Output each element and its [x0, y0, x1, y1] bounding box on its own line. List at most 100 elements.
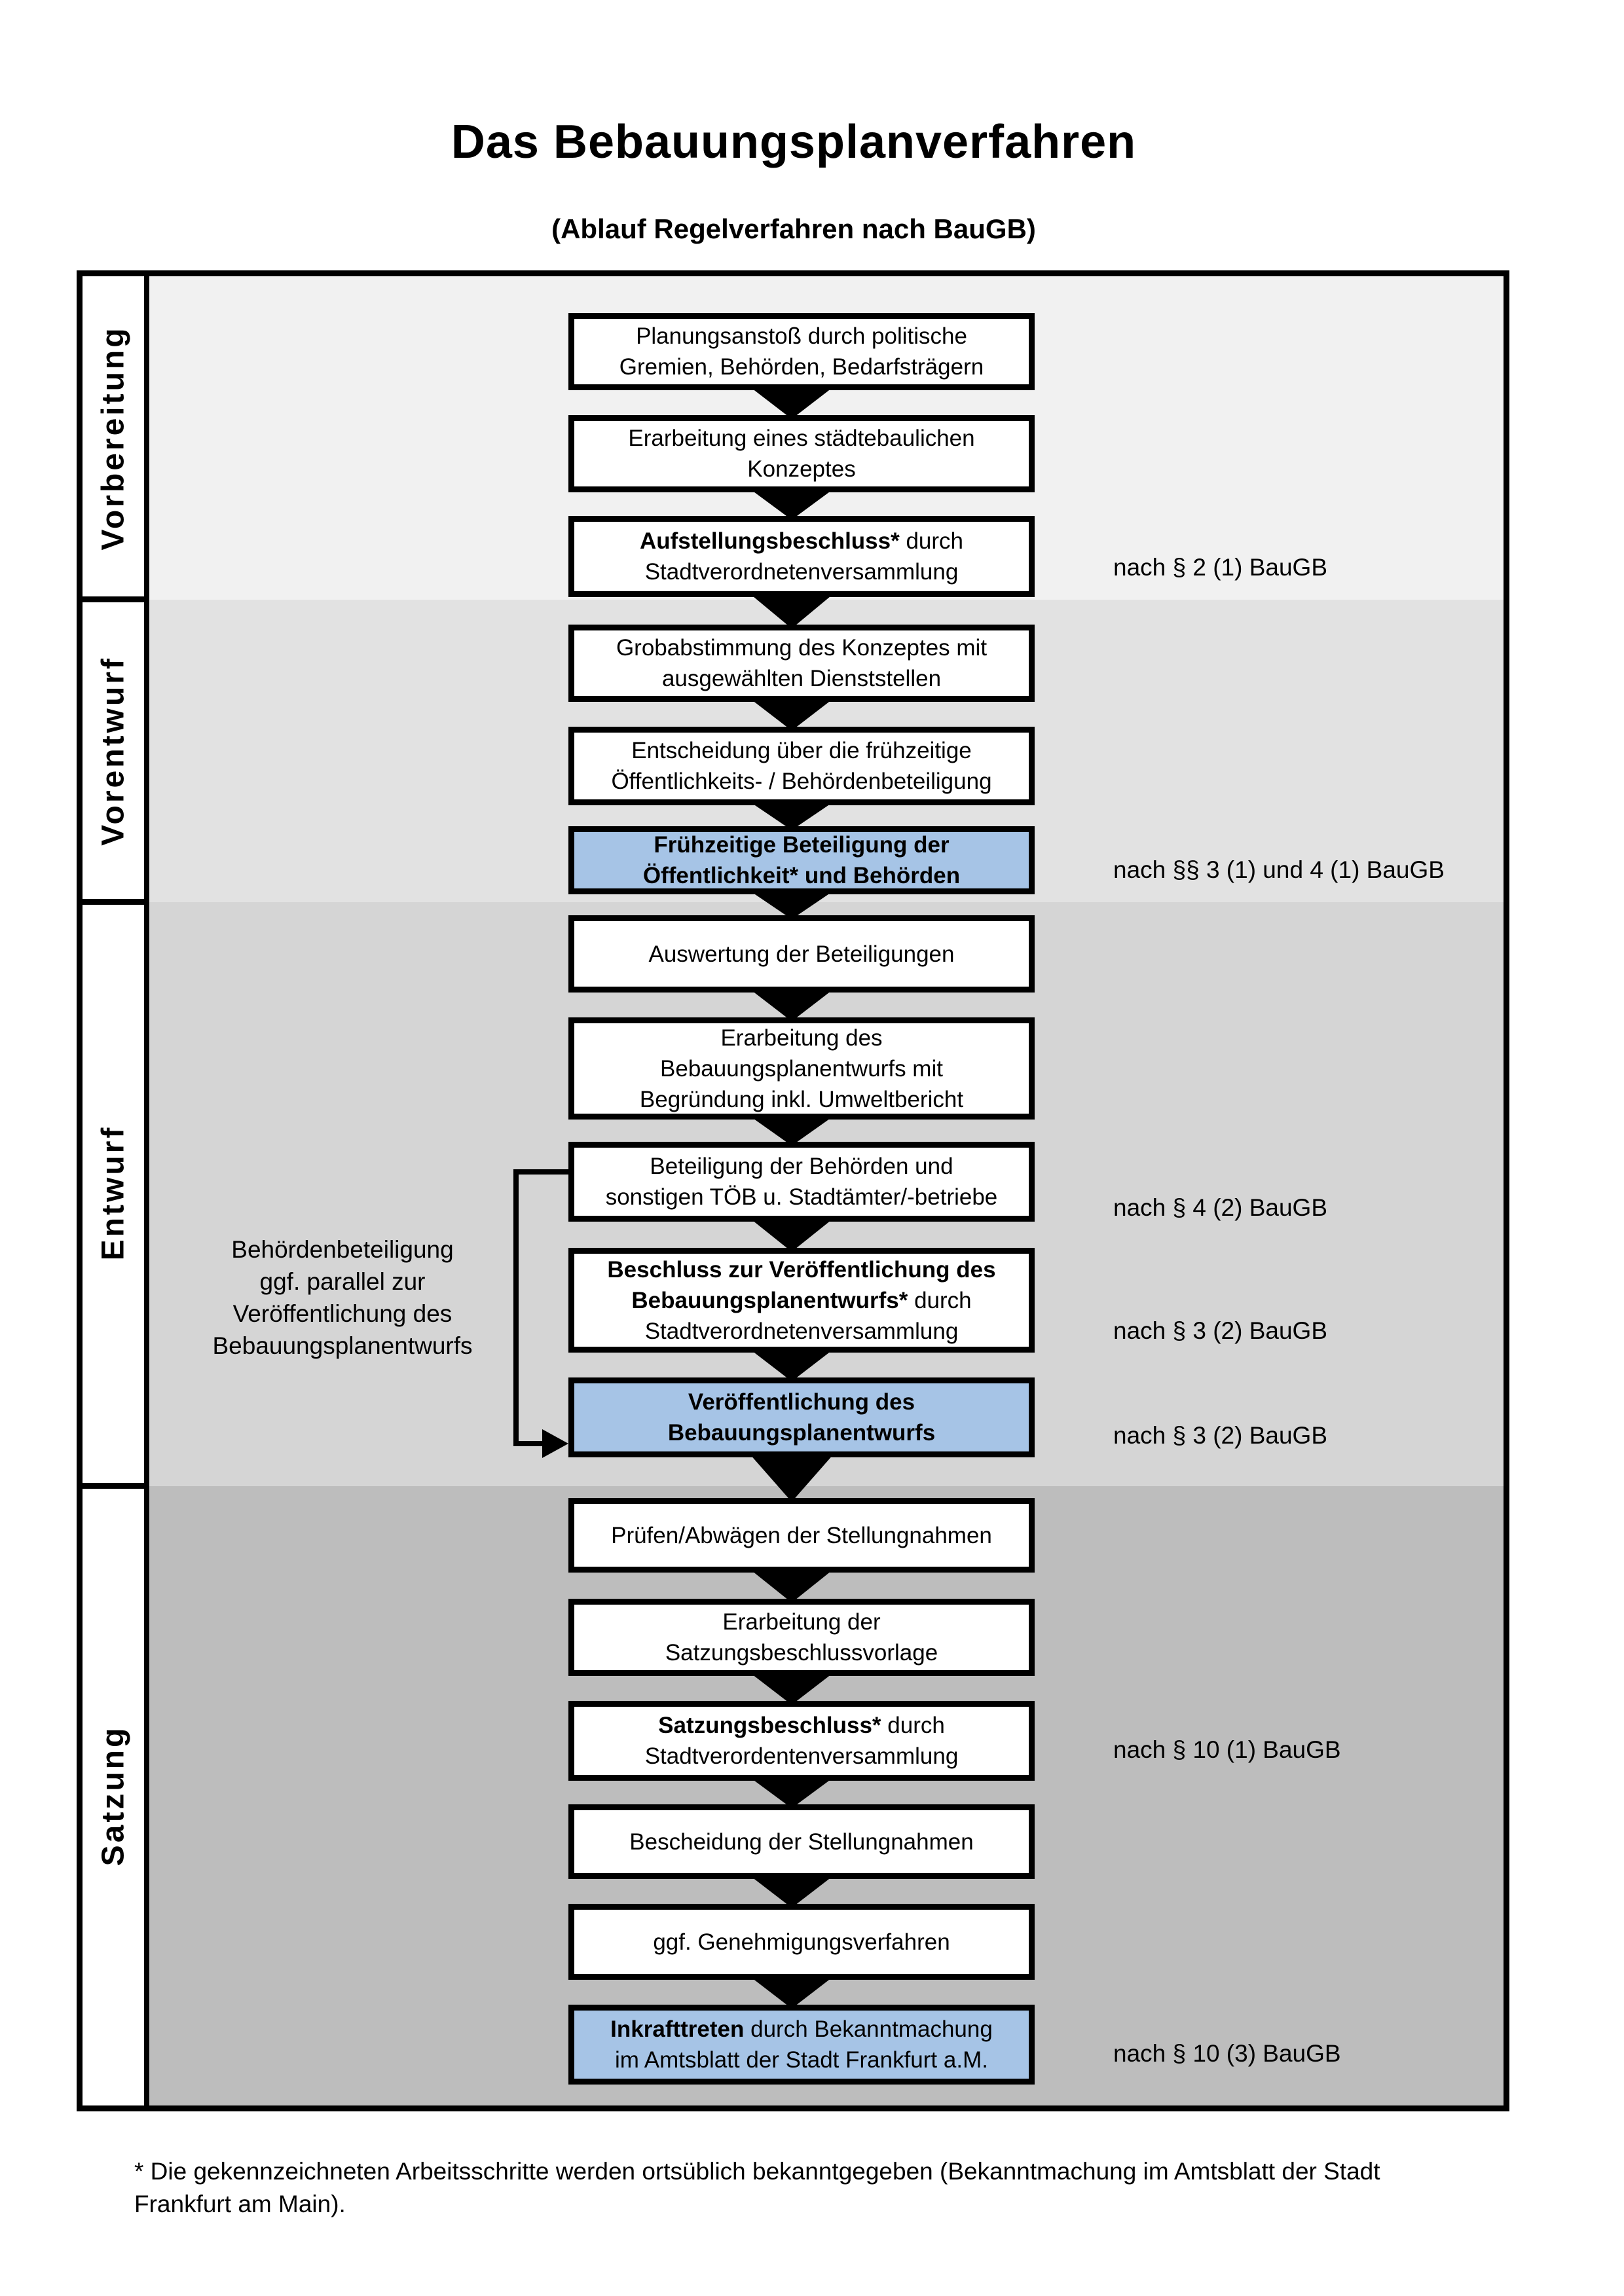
- legal-ref-note: nach § 2 (1) BauGB: [1113, 554, 1328, 581]
- phase-divider-1: [83, 596, 149, 602]
- box-text-bold: Satzungsbeschluss*: [658, 1713, 881, 1738]
- phase-label-entwurf: Entwurf: [96, 1125, 131, 1261]
- box-text-bold: Beschluss zur Veröffentlichung des: [607, 1256, 996, 1283]
- flow-arrow-down-icon: [749, 698, 834, 731]
- page-subtitle: (Ablauf Regelverfahren nach BauGB): [551, 213, 1036, 244]
- box-text-bold: Bebauungsplanentwurfs*: [631, 1287, 908, 1313]
- box-text: Planungsanstoß durch politische: [636, 323, 967, 349]
- box-text-line: Bebauungsplanentwurfs* durch: [631, 1285, 971, 1316]
- flow-arrow-down-icon: [749, 1875, 834, 1908]
- box-text: Prüfen/Abwägen der Stellungnahmen: [611, 1522, 992, 1548]
- footnote-line: Frankfurt am Main).: [134, 2191, 346, 2217]
- parallel-note-line: Bebauungsplanentwurfs: [212, 1332, 473, 1359]
- box-pruefen-abwaegen: Prüfen/Abwägen der Stellungnahmen: [568, 1498, 1035, 1573]
- box-entscheidung-beteiligung: Entscheidung über die frühzeitige Öffent…: [568, 727, 1035, 805]
- box-text: sonstigen TÖB u. Stadtämter/-betriebe: [605, 1184, 998, 1210]
- box-text-line: Stadtverordnetenversammlung: [645, 1316, 959, 1347]
- box-konzept-erarbeitung: Erarbeitung eines städtebaulichen Konzep…: [568, 415, 1035, 492]
- box-behoerdenbeteiligung: Beteiligung der Behörden und sonstigen T…: [568, 1142, 1035, 1222]
- box-text: Stadtverordnetenversammlung: [644, 559, 959, 585]
- parallel-note-line: ggf. parallel zur: [259, 1268, 426, 1295]
- box-text-line: Stadtverordentenversammlung: [645, 1741, 959, 1772]
- flow-arrow-down-icon: [749, 801, 834, 830]
- parallel-connector-line: [513, 1169, 519, 1446]
- box-text-line: Gremien, Behörden, Bedarfsträgern: [619, 352, 984, 382]
- page-title: Das Bebauungsplanverfahren: [451, 116, 1137, 168]
- box-text-line: Satzungsbeschluss* durch: [658, 1710, 945, 1741]
- box-text: Stadtverordnetenversammlung: [644, 1318, 959, 1344]
- box-grobabstimmung: Grobabstimmung des Konzeptes mit ausgewä…: [568, 625, 1035, 702]
- box-text-bold: Bebauungsplanentwurfs: [667, 1420, 936, 1446]
- box-text: Öffentlichkeits- / Behördenbeteiligung: [611, 769, 992, 794]
- box-text-line: Öffentlichkeits- / Behördenbeteiligung: [611, 766, 991, 797]
- box-text-line: Bebauungsplanentwurfs mit: [660, 1053, 943, 1084]
- phase-label-satzung: Satzung: [96, 1725, 131, 1867]
- box-text-line: Konzeptes: [747, 454, 855, 484]
- box-text: Erarbeitung eines städtebaulichen: [628, 426, 975, 451]
- legal-ref-note: nach § 10 (1) BauGB: [1113, 1736, 1341, 1763]
- flow-arrow-down-icon: [749, 1453, 834, 1502]
- legal-ref-note: nach § 4 (2) BauGB: [1113, 1194, 1328, 1221]
- box-text-line: Veröffentlichung des: [688, 1387, 915, 1417]
- box-planungsanstoss: Planungsanstoß durch politische Gremien,…: [568, 313, 1035, 390]
- flow-arrow-down-icon: [749, 1218, 834, 1252]
- box-satzungsbeschlussvorlage: Erarbeitung der Satzungsbeschlussvorlage: [568, 1599, 1035, 1676]
- flow-arrow-down-icon: [749, 488, 834, 520]
- box-text: Erarbeitung der: [722, 1609, 881, 1635]
- parallel-note-line: Veröffentlichung des: [232, 1300, 452, 1327]
- flow-arrow-down-icon: [749, 593, 834, 629]
- parallel-note: Behördenbeteiligung ggf. parallel zur Ve…: [185, 1233, 500, 1362]
- box-text-line: Grobabstimmung des Konzeptes mit: [616, 632, 987, 663]
- phase-label-vorbereitung: Vorbereitung: [96, 325, 131, 551]
- parallel-connector-top: [513, 1169, 568, 1175]
- box-text-line: Erarbeitung des: [720, 1023, 882, 1053]
- box-text-line: Satzungsbeschlussvorlage: [665, 1637, 938, 1668]
- box-text-line: Bebauungsplanentwurfs: [668, 1417, 935, 1448]
- box-text-line: Planungsanstoß durch politische: [636, 321, 967, 352]
- box-text-line: sonstigen TÖB u. Stadtämter/-betriebe: [606, 1182, 998, 1212]
- flow-arrow-down-icon: [749, 1349, 834, 1381]
- box-text: Bebauungsplanentwurfs mit: [660, 1055, 943, 1082]
- box-text: durch Bekanntmachung: [744, 2016, 993, 2042]
- box-genehmigungsverfahren: ggf. Genehmigungsverfahren: [568, 1904, 1035, 1980]
- box-text-bold: Öffentlichkeit* und Behörden: [642, 863, 961, 888]
- box-text-line: Öffentlichkeit* und Behörden: [643, 860, 960, 891]
- box-text: Auswertung der Beteiligungen: [648, 941, 955, 967]
- box-auswertung-beteiligungen: Auswertung der Beteiligungen: [568, 915, 1035, 993]
- box-text: Bescheidung der Stellungnahmen: [629, 1829, 974, 1855]
- phase-label-column: [83, 276, 144, 2105]
- box-text-line: Erarbeitung eines städtebaulichen: [628, 423, 974, 454]
- box-text-line: Stadtverordnetenversammlung: [645, 556, 959, 587]
- parallel-connector-bottom: [513, 1441, 545, 1446]
- box-text-line: Frühzeitige Beteiligung der: [654, 829, 949, 860]
- legal-ref-note: nach § 3 (2) BauGB: [1113, 1317, 1328, 1344]
- box-bescheidung: Bescheidung der Stellungnahmen: [568, 1804, 1035, 1879]
- phase-column-divider: [144, 276, 149, 2105]
- box-text: Erarbeitung des: [720, 1025, 883, 1051]
- box-text-line: Beschluss zur Veröffentlichung des: [607, 1254, 995, 1285]
- parallel-note-line: Behördenbeteiligung: [231, 1236, 454, 1263]
- box-satzungsbeschluss: Satzungsbeschluss* durch Stadtverordente…: [568, 1701, 1035, 1781]
- box-bebauungsplanentwurf-erarbeitung: Erarbeitung des Bebauungsplanentwurfs mi…: [568, 1017, 1035, 1120]
- box-text-line: Begründung inkl. Umweltbericht: [640, 1084, 963, 1115]
- box-text: durch: [899, 528, 964, 554]
- phase-divider-3: [83, 1483, 149, 1489]
- box-text: ggf. Genehmigungsverfahren: [653, 1929, 950, 1955]
- box-text-line: Aufstellungsbeschluss* durch: [640, 526, 963, 556]
- arrow-right-icon: [542, 1429, 568, 1458]
- box-text-line: ausgewählten Dienststellen: [662, 663, 941, 694]
- flow-arrow-down-icon: [749, 1569, 834, 1603]
- box-aufstellungsbeschluss: Aufstellungsbeschluss* durch Stadtverord…: [568, 516, 1035, 597]
- footnote: * Die gekennzeichneten Arbeitsschritte w…: [134, 2155, 1380, 2221]
- box-text-line: Inkrafttreten durch Bekanntmachung: [610, 2014, 993, 2045]
- box-text-line: Entscheidung über die frühzeitige: [631, 735, 972, 766]
- box-text: Gremien, Behörden, Bedarfsträgern: [619, 354, 984, 380]
- box-text-line: Beteiligung der Behörden und: [650, 1151, 953, 1182]
- box-text-bold: Veröffentlichung des: [688, 1389, 915, 1415]
- box-text-line: Bescheidung der Stellungnahmen: [629, 1827, 973, 1857]
- flow-arrow-down-icon: [749, 386, 834, 419]
- box-text-line: im Amtsblatt der Stadt Frankfurt a.M.: [615, 2045, 988, 2075]
- flow-arrow-down-icon: [749, 1777, 834, 1808]
- legal-ref-note: nach § 10 (3) BauGB: [1113, 2040, 1341, 2067]
